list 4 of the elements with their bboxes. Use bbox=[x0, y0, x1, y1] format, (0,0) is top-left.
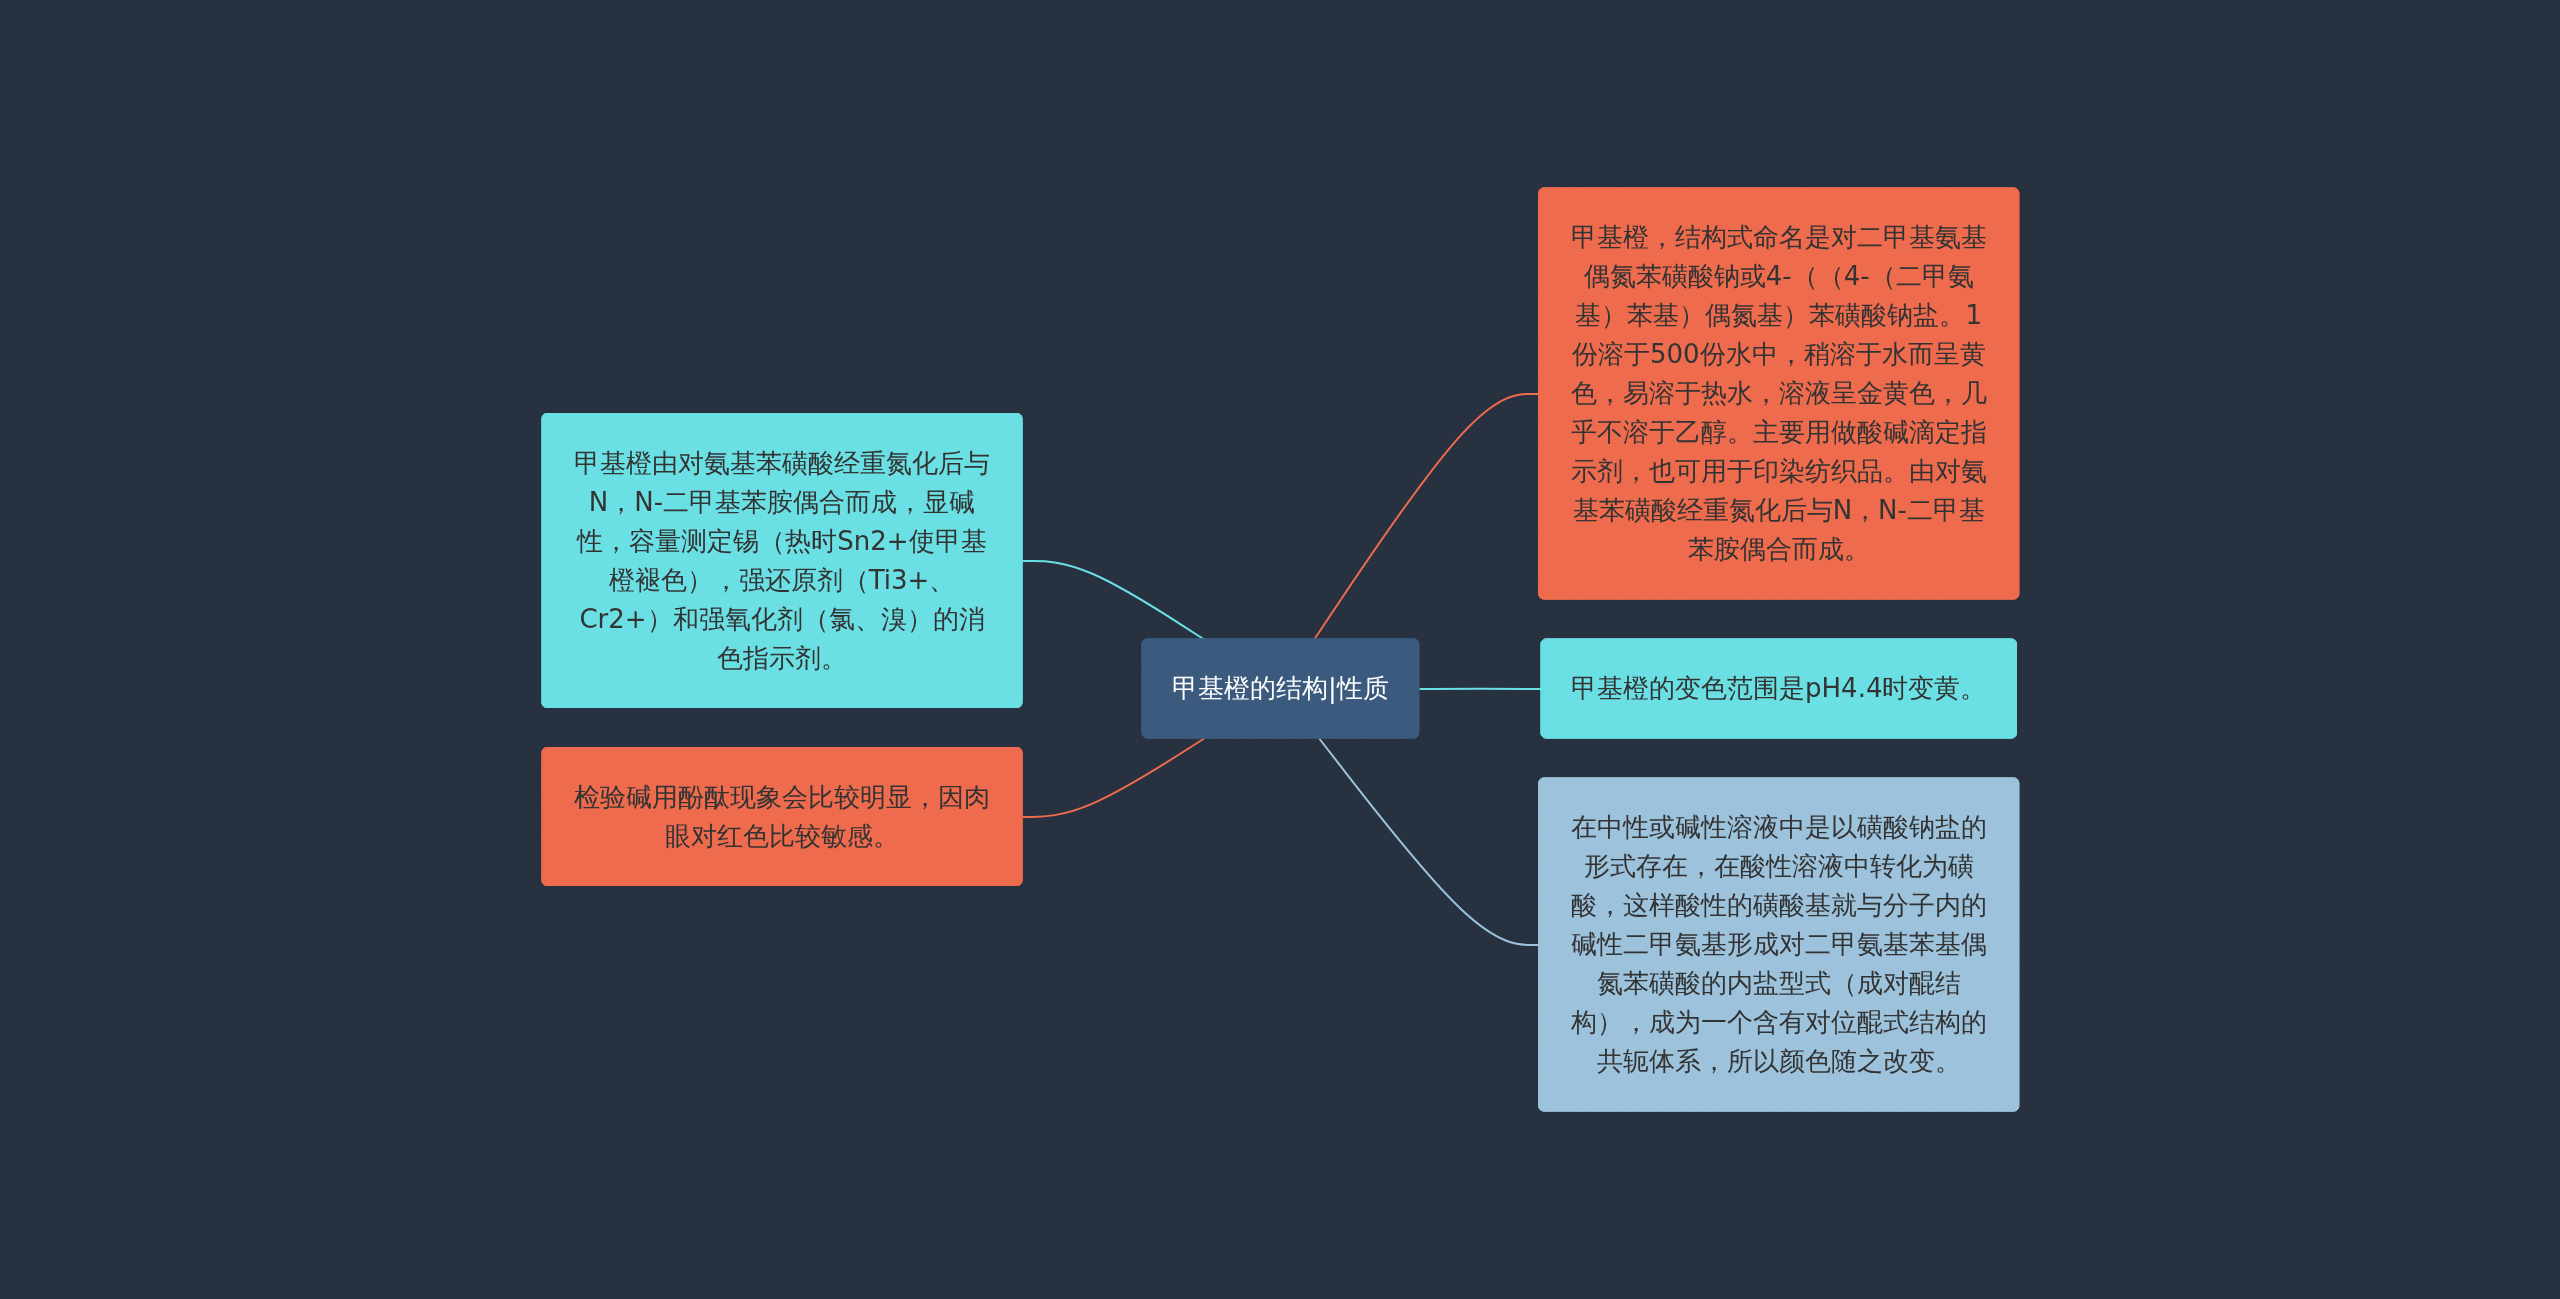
connector bbox=[1021, 559, 1205, 641]
connector bbox=[1312, 392, 1540, 641]
connector bbox=[1317, 737, 1540, 946]
connector bbox=[1021, 737, 1205, 818]
